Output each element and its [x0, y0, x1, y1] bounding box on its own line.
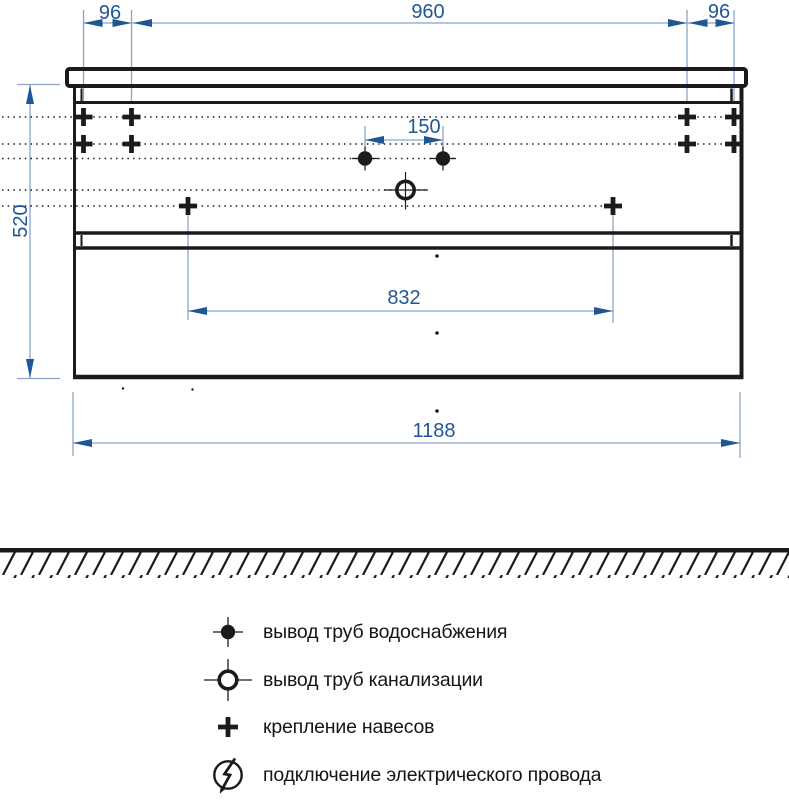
- ground-hatching: [0, 548, 789, 578]
- mount-cross: [678, 135, 696, 153]
- dim-hang-right-label: 96: [708, 1, 730, 23]
- dotted-centerlines: [2, 116, 742, 207]
- sewage-outlet-icon: [204, 659, 252, 701]
- water-supply-point: [430, 146, 456, 171]
- water-supply-point: [352, 146, 378, 171]
- dim-height-label: 520: [10, 204, 32, 237]
- mounting-cross-icon: [218, 717, 238, 737]
- vanity-installation-drawing: 96 960 96 150 520 832 1188: [0, 1, 789, 578]
- legend-item-label: подключение электрического провода: [263, 764, 602, 786]
- sewage-outlet-point: [384, 172, 428, 210]
- legend-item-label: крепление навесов: [263, 716, 435, 738]
- mount-cross: [123, 135, 141, 153]
- dim-hang-left-label: 96: [99, 2, 121, 24]
- dim-total-width-label: 1188: [412, 420, 455, 442]
- dim-water-spacing-label: 150: [407, 116, 440, 138]
- dim-bracket-span-label: 832: [387, 287, 420, 309]
- dimension-arrows: [26, 19, 740, 447]
- legend-item-mounting: крепление навесов: [200, 699, 435, 755]
- dim-hang-span-label: 960: [411, 1, 444, 23]
- legend-item-electric: подключение электрического провода: [200, 747, 601, 800]
- legend-item-water-supply: вывод труб водоснабжения: [200, 604, 507, 660]
- countertop: [65, 67, 748, 88]
- water-supply-icon: [213, 617, 243, 647]
- legend-item-sewage-outlet: вывод труб канализации: [200, 652, 483, 708]
- dimension-labels: 96 960 96 150 520 832 1188: [10, 1, 730, 442]
- legend-item-label: вывод труб водоснабжения: [263, 621, 508, 643]
- mount-cross: [123, 108, 141, 126]
- legend: вывод труб водоснабжения вывод труб кана…: [0, 585, 789, 800]
- electric-connection-icon: [213, 757, 243, 794]
- mount-cross: [604, 197, 622, 215]
- cabinet-outline: [65, 67, 748, 380]
- mount-cross: [75, 135, 93, 153]
- legend-item-label: вывод труб канализации: [263, 669, 483, 691]
- water-supply-points: [352, 146, 456, 171]
- mount-cross: [179, 197, 197, 215]
- mount-cross: [678, 108, 696, 126]
- reference-dots: [121, 254, 439, 413]
- mount-cross: [75, 108, 93, 126]
